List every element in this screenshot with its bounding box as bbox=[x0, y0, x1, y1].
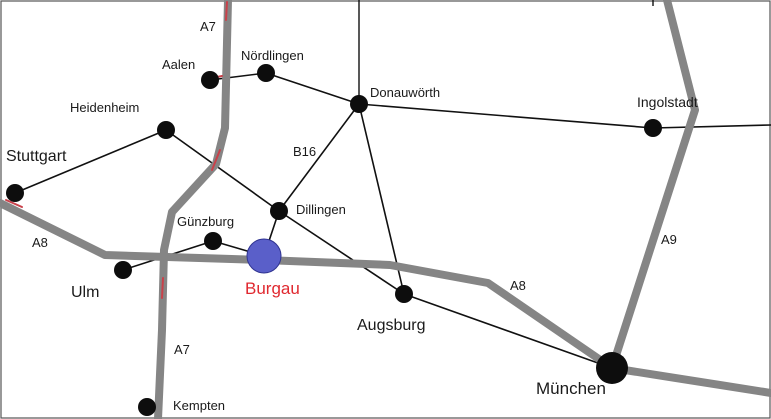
road-label-a8-west: A8 bbox=[32, 235, 48, 250]
road-label-b16: B16 bbox=[293, 144, 317, 159]
motorway-a7 bbox=[154, 0, 232, 419]
city-label-stuttgart: Stuttgart bbox=[6, 148, 67, 165]
a7-low-accent bbox=[161, 277, 164, 299]
city-label-muenchen: München bbox=[536, 379, 606, 398]
road-label-a7-south: A7 bbox=[174, 342, 190, 357]
road-aalen-noerdlingen bbox=[209, 72, 267, 81]
city-label-ulm: Ulm bbox=[71, 284, 100, 301]
a7-mid-accent bbox=[211, 149, 221, 171]
city-label-guenzburg: Günzburg bbox=[177, 214, 235, 229]
city-dot-donauwoerth[interactable] bbox=[350, 95, 368, 113]
road-label-a9: A9 bbox=[661, 232, 677, 247]
city-dot-noerdlingen[interactable] bbox=[257, 64, 275, 82]
city-dot-kempten[interactable] bbox=[138, 398, 156, 416]
city-dot-burgau[interactable] bbox=[246, 238, 282, 274]
city-dot-heidenheim[interactable] bbox=[157, 121, 175, 139]
road-noerdlingen-donauwoerth bbox=[265, 72, 360, 105]
city-label-ingolstadt: Ingolstadt bbox=[637, 94, 698, 110]
city-label-augsburg: Augsburg bbox=[357, 317, 426, 334]
city-dot-guenzburg[interactable] bbox=[204, 232, 222, 250]
road-dillingen-augsburg bbox=[278, 210, 405, 295]
city-label-donauwoerth: Donauwörth bbox=[370, 85, 441, 100]
road-augsburg-muenchen bbox=[403, 293, 613, 369]
city-dot-dillingen[interactable] bbox=[270, 202, 288, 220]
city-label-dillingen: Dillingen bbox=[296, 202, 346, 217]
city-label-kempten: Kempten bbox=[173, 398, 226, 413]
city-dot-ingolstadt[interactable] bbox=[644, 119, 662, 137]
road-donauwoerth-ingolstadt bbox=[358, 103, 654, 129]
city-dot-ulm[interactable] bbox=[114, 261, 132, 279]
a7-top-accent bbox=[225, 1, 228, 21]
motorway-a9 bbox=[608, 0, 699, 372]
city-dot-muenchen[interactable] bbox=[596, 352, 628, 384]
city-label-noerdlingen: Nördlingen bbox=[241, 48, 304, 63]
road-b16 bbox=[278, 103, 360, 212]
road-ingolstadt-east bbox=[652, 124, 771, 129]
a8-west-accent bbox=[5, 199, 23, 208]
road-heidenheim-dillingen bbox=[165, 129, 280, 212]
city-label-aalen: Aalen bbox=[162, 57, 196, 72]
city-label-heidenheim: Heidenheim bbox=[70, 100, 140, 115]
road-stuttgart-heidenheim bbox=[14, 129, 167, 194]
city-dot-aalen[interactable] bbox=[201, 71, 219, 89]
city-dot-augsburg[interactable] bbox=[395, 285, 413, 303]
city-dot-stuttgart[interactable] bbox=[6, 184, 24, 202]
road-label-a8-east: A8 bbox=[510, 278, 526, 293]
road-label-a7-north: A7 bbox=[200, 19, 216, 34]
city-label-burgau: Burgau bbox=[245, 279, 300, 298]
